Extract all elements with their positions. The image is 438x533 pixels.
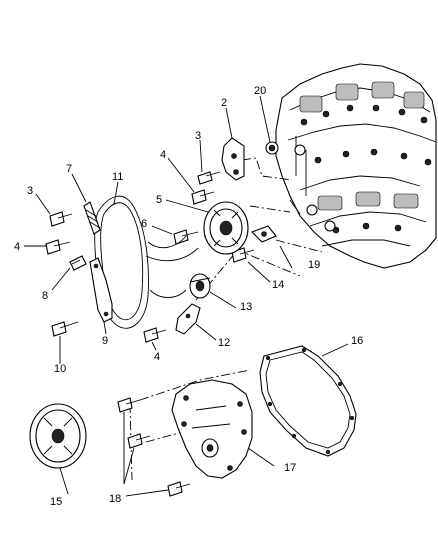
callout-5: 5 (156, 194, 162, 206)
callout-4-upper: 4 (160, 149, 166, 161)
part-12-guide (175, 303, 201, 335)
part-6-bolt (173, 229, 199, 245)
callout-9: 9 (102, 335, 108, 347)
part-17-front-cover (171, 379, 253, 479)
part-15-crankshaft-pulley (29, 403, 87, 469)
callout-16: 16 (351, 335, 363, 347)
callout-10: 10 (54, 363, 66, 375)
callout-6: 6 (141, 218, 147, 230)
part-5-sprocket (203, 201, 249, 255)
part-3-bolt-upper (197, 171, 221, 185)
callout-19: 19 (308, 259, 320, 271)
part-9-chain-guide (89, 257, 113, 323)
callout-18: 18 (109, 493, 121, 505)
callout-labels: 2 20 3 4 5 7 11 3 6 4 8 14 19 13 9 12 10… (14, 85, 363, 508)
callout-17: 17 (284, 462, 296, 474)
part-16-gasket (259, 345, 357, 457)
callout-12: 12 (218, 337, 230, 349)
part-4-bolt-left (45, 239, 71, 255)
part-20-seal (265, 141, 279, 155)
callout-11: 11 (112, 171, 123, 183)
part-2-tensioner-bracket (221, 137, 245, 181)
callout-3-left: 3 (27, 185, 33, 197)
callout-4-left: 4 (14, 241, 20, 253)
engine-block (275, 63, 437, 269)
callout-3-upper: 3 (195, 130, 201, 142)
part-18-bolt-top (117, 397, 141, 413)
part-7-tensioner-blade (83, 201, 101, 235)
part-3-bolt-left (49, 211, 73, 227)
callout-4-lower: 4 (154, 351, 160, 363)
callout-2: 2 (221, 97, 227, 109)
part-10-bolt (51, 321, 79, 337)
leader-lines (24, 95, 349, 497)
callout-15: 15 (50, 496, 62, 508)
part-18-bolt-bottom (167, 481, 191, 497)
callout-8: 8 (42, 290, 48, 302)
callout-7: 7 (66, 163, 72, 175)
callout-14: 14 (272, 279, 284, 291)
part-8-guide-pin (69, 255, 87, 271)
part-13-idler (189, 273, 211, 299)
callout-13: 13 (240, 301, 252, 313)
part-14-tensioner (251, 225, 277, 243)
part-4-bolt-upper (191, 189, 215, 205)
callout-20: 20 (254, 85, 266, 97)
part-18-bolt-mid (127, 433, 151, 449)
part-4-bolt-lower (143, 327, 167, 343)
